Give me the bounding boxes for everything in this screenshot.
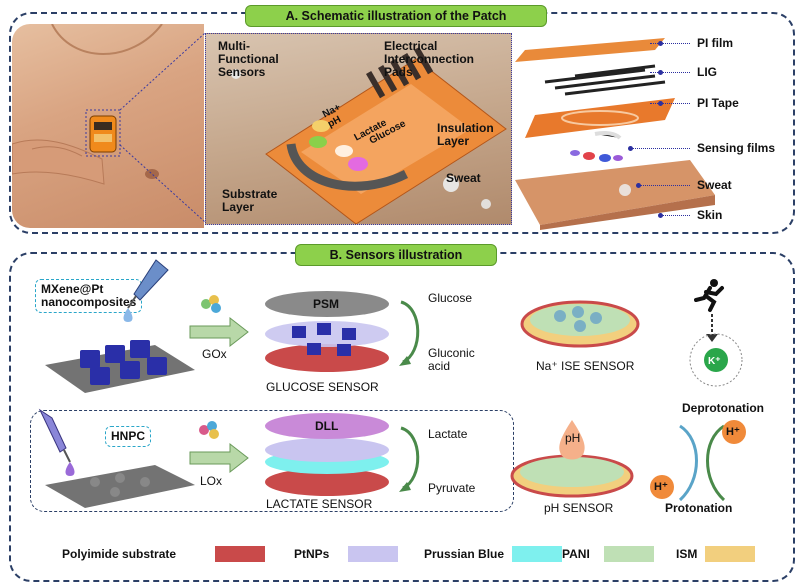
legend-swatch-polyimide [215, 546, 265, 562]
dropper-icon [123, 259, 169, 322]
leader-dot [628, 146, 633, 151]
legend-swatch-ism [705, 546, 755, 562]
label-glucose-sensor: GLUCOSE SENSOR [266, 380, 379, 394]
mxene-label: MXene@Pt nanocomposites [35, 279, 143, 313]
chest-photo [12, 24, 204, 228]
label-substrate-layer: Substrate Layer [222, 187, 278, 214]
label-protonation: Protonation [665, 501, 733, 515]
enzyme-lox-icon [199, 421, 219, 439]
h-plus-top-icon [722, 420, 746, 444]
panel-a-title: A. Schematic illustration of the Patch [245, 5, 547, 27]
leader-lig [650, 72, 690, 73]
legend-label-prussian-blue: Prussian Blue [424, 547, 505, 561]
hnpc-graphene-sheet [45, 465, 195, 508]
legend-label-ptnps: PtNPs [294, 547, 330, 561]
zoom-lines [119, 32, 206, 223]
na-sensor-stack [520, 300, 640, 348]
label-lactate-sensor: LACTATE SENSOR [266, 497, 373, 511]
leader-dot [658, 41, 663, 46]
layer-skin: Skin [697, 208, 723, 222]
label-lox: LOx [200, 474, 223, 488]
runner-icon [694, 279, 724, 312]
patch-drawing [231, 47, 507, 224]
legend-label-polyimide: Polyimide substrate [62, 547, 177, 561]
panel-b-title: B. Sensors illustration [295, 244, 497, 266]
lactate-group-frame [30, 410, 514, 512]
mxene-graphene-sheet [45, 340, 195, 393]
leader-sweat [640, 185, 690, 186]
glucose-sensor-stack [265, 291, 389, 372]
leader-sensing-films [630, 148, 690, 149]
label-psm: PSM [313, 297, 340, 311]
label-sweat-patch: Sweat [446, 171, 481, 185]
label-insulation-layer: Insulation Layer [437, 121, 494, 148]
leader-dot [658, 213, 663, 218]
exploded-layers [515, 38, 715, 230]
leader-pi-film [650, 43, 690, 44]
curve-arrow-glucose [399, 300, 420, 366]
leader-skin [660, 215, 690, 216]
label-pyruvate: Pyruvate [428, 481, 476, 495]
label-gluconic-acid: Gluconic acid [428, 346, 475, 373]
label-glucose: Glucose [428, 291, 473, 305]
hnpc-label: HNPC [105, 426, 152, 447]
label-deprotonation: Deprotonation [682, 401, 764, 415]
leader-dot [658, 70, 663, 75]
label-na-sensor: Na⁺ ISE SENSOR [536, 359, 635, 373]
layer-sweat: Sweat [697, 178, 732, 192]
layer-sensing-films: Sensing films [697, 141, 776, 155]
label-ph-sensor: pH SENSOR [544, 501, 614, 515]
layer-pi-tape: PI Tape [697, 96, 739, 110]
enzyme-gox-icon [201, 295, 221, 313]
h-plus-bottom-icon [650, 475, 674, 499]
curve-arrow-lactate [399, 426, 420, 492]
layer-pi-film: PI film [697, 36, 734, 50]
layer-lig: LIG [697, 65, 717, 79]
label-h-plus-bottom: H⁺ [654, 481, 668, 493]
patch-zoom-view [205, 33, 512, 225]
leader-dot [658, 101, 663, 106]
lactate-sensor-stack [265, 413, 389, 496]
label-ph: pH [565, 431, 581, 445]
label-electrical-pads: Electrical Interconnection Pads [384, 39, 475, 79]
legend-label-pani: PANI [562, 547, 590, 561]
label-multi-functional-sensors: Multi- Functional Sensors [218, 39, 279, 79]
legend-swatch-pani [604, 546, 654, 562]
legend-label-ism: ISM [676, 547, 698, 561]
ph-sensor-stack [510, 420, 634, 498]
legend-swatch-ptnps [348, 546, 398, 562]
label-h-plus-top: H⁺ [726, 426, 740, 438]
leader-dot [636, 183, 641, 188]
label-gox: GOx [202, 347, 227, 361]
label-lactate: Lactate [428, 427, 468, 441]
dropper-icon [38, 408, 75, 476]
arrow-gox [189, 316, 249, 348]
label-dll: DLL [315, 419, 339, 433]
proton-cycle-arrows [678, 424, 726, 502]
k-ion-complex [689, 333, 743, 387]
label-k-ion: K⁺ [708, 356, 721, 367]
legend-swatch-prussian-blue [512, 546, 562, 562]
arrow-lox [189, 442, 249, 474]
leader-pi-tape [650, 103, 690, 104]
chest-illustration [12, 24, 163, 185]
